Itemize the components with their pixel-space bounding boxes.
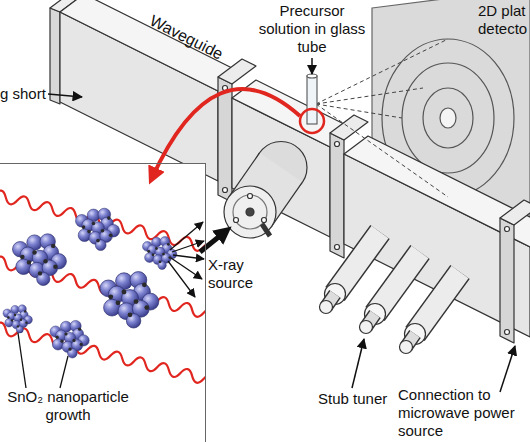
- stub-tuner: [320, 232, 461, 354]
- zoom-highlight: [152, 89, 324, 178]
- part-label: X-ray source: [208, 256, 260, 292]
- inset-background: [0, 163, 206, 442]
- node-text: SnO₂ nanoparticle growth: [2, 388, 134, 424]
- part-label: g short: [0, 85, 60, 103]
- x-ray-beam-arrow: [200, 231, 226, 252]
- inset-panel: SnO₂ nanoparticle growth: [0, 163, 206, 442]
- part-label: Connection to microwave power source: [398, 386, 520, 440]
- scatter-cone: [316, 39, 448, 197]
- glass-tube: [307, 74, 317, 124]
- part-label: 2D plat detecto: [478, 2, 530, 38]
- waveguide-body: [330, 115, 530, 343]
- x-ray-port: [224, 142, 307, 239]
- inset-illustration: [0, 183, 205, 401]
- part-label: Precursor solution in glass tube: [252, 2, 372, 56]
